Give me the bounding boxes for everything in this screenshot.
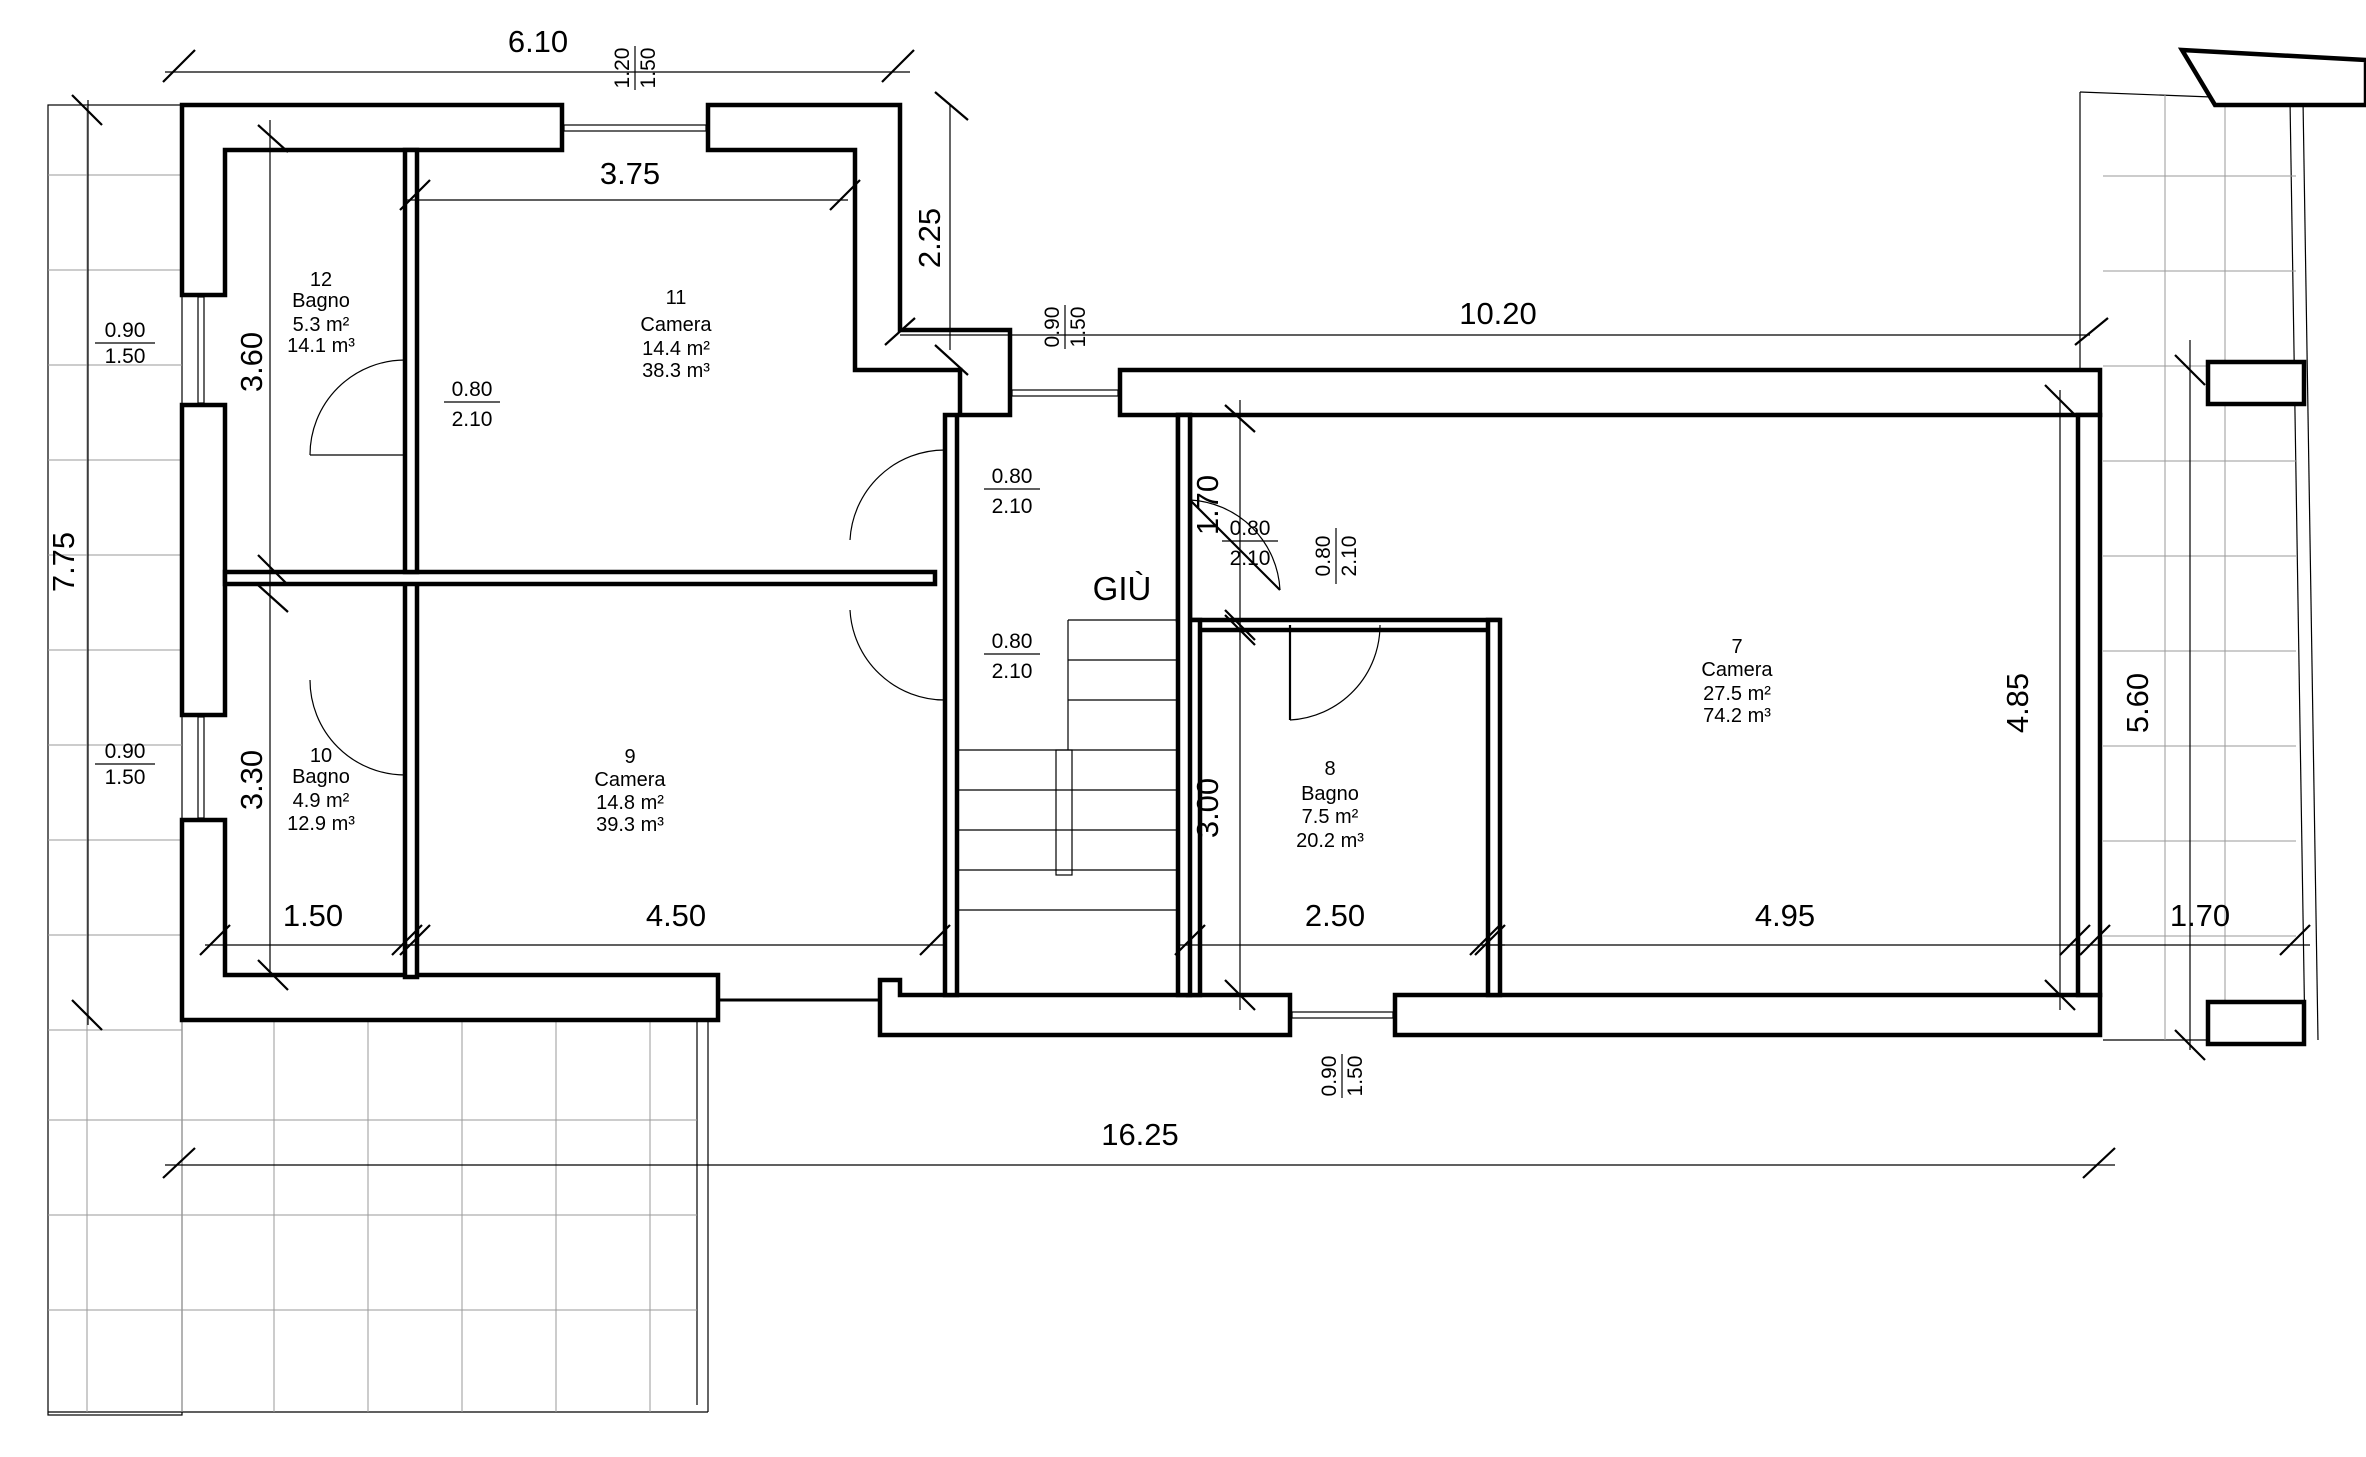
walls [179,102,2103,1038]
door-room11-width: 0.80 [992,465,1033,488]
left-window-bottom-height: 1.50 [105,766,146,789]
window-label-left-top: 0.90 1.50 [95,319,155,368]
room-8-id: 8 [1324,758,1335,780]
room-11-volume: 38.3 m³ [642,360,710,382]
room-8-volume: 20.2 m³ [1296,830,1364,852]
door-label-room7: 0.80 2.10 [1222,517,1278,570]
window-label-left-bottom: 0.90 1.50 [95,740,155,789]
left-window-top-width: 0.90 [105,319,146,342]
room-7-volume: 74.2 m³ [1703,705,1771,727]
dim-terrace-height: 5.60 [2120,673,2155,733]
door-label-room11: 0.80 2.10 [984,465,1040,518]
dim-top-width: 6.10 [508,24,568,59]
room-7-id: 7 [1731,636,1742,658]
dim-room11-width: 3.75 [600,156,660,191]
dim-terrace-width: 1.70 [2170,898,2230,933]
doors [309,359,1381,776]
dim-bath8-width: 2.50 [1305,898,1365,933]
room-10-name: Bagno [292,766,350,788]
openings [197,124,1394,1019]
left-window-bottom-width: 0.90 [105,740,146,763]
door-bath12-width: 0.80 [452,378,493,401]
mid-window-width: 0.90 [1041,307,1064,348]
dim-bath12-height: 3.60 [234,332,269,392]
room-7-name: Camera [1701,659,1773,681]
door-bath8-height: 2.10 [1338,536,1361,577]
door-label-room9: 0.80 2.10 [984,630,1040,683]
room-11-id: 11 [666,287,687,309]
opening-labels: 1.20 1.50 0.90 1.50 0.90 1.50 0.90 1.50 … [95,46,1367,1098]
dim-room9-width: 4.50 [646,898,706,933]
dim-bath8-height: 3.00 [1190,778,1225,838]
left-window-top-height: 1.50 [105,345,146,368]
door-room7-width: 0.80 [1230,517,1271,540]
right-terrace [2079,47,2366,1047]
room-12: 12 Bagno 5.3 m² 14.1 m³ [287,269,355,357]
room-8-name: Bagno [1301,783,1359,805]
door-bath8-width: 0.80 [1312,536,1335,577]
room-9-area: 14.8 m² [596,792,664,814]
bottom-window-width: 0.90 [1318,1056,1341,1097]
room-11-name: Camera [640,314,712,336]
left-terrace [47,104,709,1416]
door-room9-height: 2.10 [992,660,1033,683]
room-9-id: 9 [624,746,635,768]
stair-direction-label: GIÙ [1093,570,1152,607]
window-label-mid: 0.90 1.50 [1041,305,1090,349]
bottom-window-height: 1.50 [1344,1056,1367,1097]
top-window-width: 1.20 [611,48,634,89]
door-room11-height: 2.10 [992,495,1033,518]
dim-room7-width: 4.95 [1755,898,1815,933]
dim-bath10-height: 3.30 [234,750,269,810]
room-10: 10 Bagno 4.9 m² 12.9 m³ [287,745,355,835]
room-12-area: 5.3 m² [293,314,350,336]
door-bath12-height: 2.10 [452,408,493,431]
room-9: 9 Camera 14.8 m² 39.3 m³ [594,746,666,836]
room-8-area: 7.5 m² [1302,806,1359,828]
dim-wall-offset: 2.25 [912,208,947,268]
top-window-height: 1.50 [637,48,660,89]
room-10-volume: 12.9 m³ [287,813,355,835]
room-9-name: Camera [594,769,666,791]
dim-total-width: 16.25 [1101,1117,1179,1152]
room-9-volume: 39.3 m³ [596,814,664,836]
dim-left-height: 7.75 [46,532,81,592]
door-label-bath12: 0.80 2.10 [444,378,500,431]
room-10-area: 4.9 m² [293,790,350,812]
door-room7-height: 2.10 [1230,547,1271,570]
room-7-area: 27.5 m² [1703,683,1771,705]
room-12-name: Bagno [292,290,350,312]
room-12-id: 12 [310,269,332,291]
dimension-lines [71,49,2311,1179]
door-label-bath8: 0.80 2.10 [1312,528,1361,584]
door-room9-width: 0.80 [992,630,1033,653]
mid-window-height: 1.50 [1067,307,1090,348]
dim-corridor-height: 1.70 [1190,475,1225,535]
room-11: 11 Camera 14.4 m² 38.3 m³ [640,287,712,382]
window-label-top: 1.20 1.50 [611,46,660,90]
dim-room7-height: 4.85 [2000,673,2035,733]
room-10-id: 10 [310,745,332,767]
dim-east-width: 10.20 [1459,296,1537,331]
room-7: 7 Camera 27.5 m² 74.2 m³ [1701,636,1773,727]
room-11-area: 14.4 m² [642,338,710,360]
dim-bath10-width: 1.50 [283,898,343,933]
stairs [957,619,1178,911]
room-8: 8 Bagno 7.5 m² 20.2 m³ [1296,758,1364,852]
room-12-volume: 14.1 m³ [287,335,355,357]
dimension-labels: 6.10 3.75 2.25 10.20 7.75 3.60 3.30 1.50… [46,24,2230,1152]
window-label-bottom: 0.90 1.50 [1318,1054,1367,1098]
